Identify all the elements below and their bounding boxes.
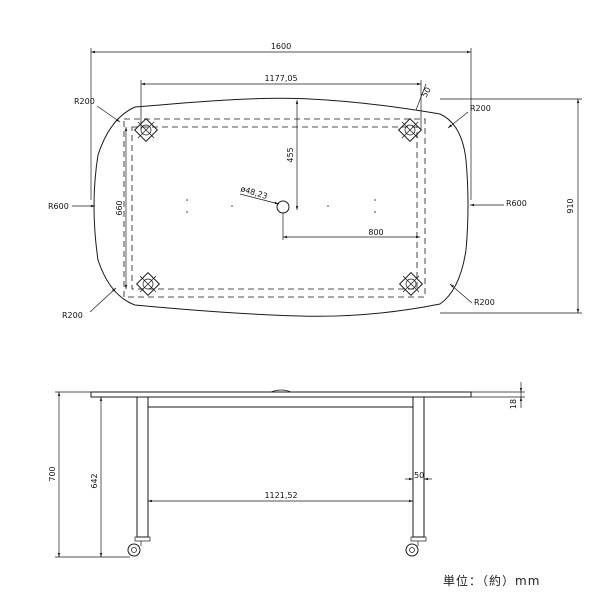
radius-label-tl: R200 (74, 97, 95, 106)
dim-offset-455: 455 (286, 147, 295, 162)
dim-offset-800: 800 (368, 228, 383, 237)
radius-label-br: R200 (474, 298, 495, 307)
radius-label-left: R600 (48, 202, 69, 211)
radius-label-bl: R200 (62, 311, 83, 320)
side-view: 700 642 18 1121,52 50 (48, 382, 525, 558)
dim-overall-width: 1600 (271, 42, 291, 51)
radius-label-tr: R200 (470, 104, 491, 113)
dim-bracket-span: 1177,05 (264, 74, 297, 83)
dim-top-thickness: 18 (509, 399, 518, 409)
radius-label-right: R600 (506, 199, 527, 208)
dim-leg-size-top: 50 (420, 86, 433, 99)
side-tabletop (90, 391, 472, 398)
dim-hole-diameter: ø48,23 (239, 184, 268, 201)
screw-dots (186, 199, 376, 213)
unit-note: 単位：（約）mm (443, 573, 540, 588)
cable-hole (276, 200, 290, 214)
caster-plate-tr (397, 117, 423, 143)
dim-total-height: 700 (48, 466, 57, 481)
side-leg-right (405, 396, 427, 557)
tabletop-outline (93, 97, 469, 317)
side-leg-left (127, 396, 151, 557)
dim-inner-span: 1121,52 (264, 491, 297, 500)
caster-plate-tl (133, 117, 159, 143)
frame-inner-dashed (131, 126, 418, 290)
top-view: 1600 1177,05 910 660 455 800 ø48,23 R200… (48, 42, 582, 320)
dim-leg-width: 50 (414, 471, 424, 480)
dim-inner-depth: 660 (115, 200, 124, 215)
dim-leg-height: 642 (90, 473, 99, 488)
dim-depth: 910 (566, 198, 575, 213)
caster-plate-bl (135, 271, 161, 297)
frame-outer-dashed (123, 118, 426, 298)
caster-plate-br (398, 271, 424, 297)
